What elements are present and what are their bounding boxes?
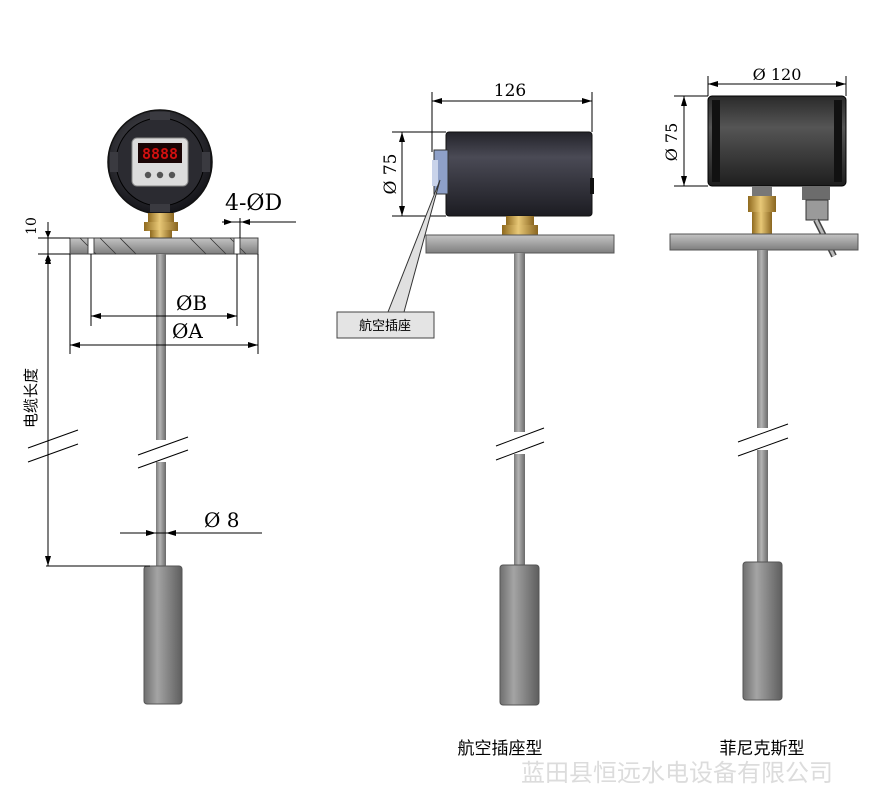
brass-fitting <box>148 213 174 223</box>
aviation-housing <box>445 131 593 217</box>
hole-spec-label: 4-ØD <box>225 191 282 216</box>
display-head: 8888 <box>107 109 213 215</box>
rod <box>156 254 166 566</box>
variant2-caption: 航空插座型 <box>458 739 543 759</box>
aviation-callout-box <box>336 311 435 339</box>
variant3-caption: 菲尼克斯型 <box>720 739 805 759</box>
variant2-assembly: 126 Ø 75 航空插座 航空插座型 <box>336 81 615 759</box>
variant3-length-label: Ø 120 <box>753 65 802 84</box>
probe-2 <box>499 564 540 706</box>
rod-diameter-label: Ø 8 <box>204 508 239 532</box>
probe-3 <box>742 561 783 701</box>
variant1-assembly: 8888 <box>22 109 296 705</box>
variant3-diameter-label: Ø 75 <box>662 123 681 162</box>
cable-length-label: 电缆长度 <box>22 368 40 428</box>
display-digits: 8888 <box>142 145 178 163</box>
diameter-a-label: ØA <box>172 319 203 343</box>
flange-2 <box>425 234 615 254</box>
company-watermark: 蓝田县恒远水电设备有限公司 <box>521 759 833 787</box>
probe <box>143 565 183 705</box>
flange <box>69 237 259 255</box>
variant2-length-label: 126 <box>494 81 526 101</box>
aviation-callout-label: 航空插座 <box>359 318 411 334</box>
diameter-b-label: ØB <box>176 291 207 315</box>
flange-thickness-label: 10 <box>24 217 40 235</box>
phoenix-housing <box>707 95 847 187</box>
variant2-diameter-label: Ø 75 <box>381 154 401 195</box>
flange-3 <box>669 233 859 251</box>
variant3-assembly: Ø 120 Ø 75 菲尼克斯型 <box>662 65 859 759</box>
